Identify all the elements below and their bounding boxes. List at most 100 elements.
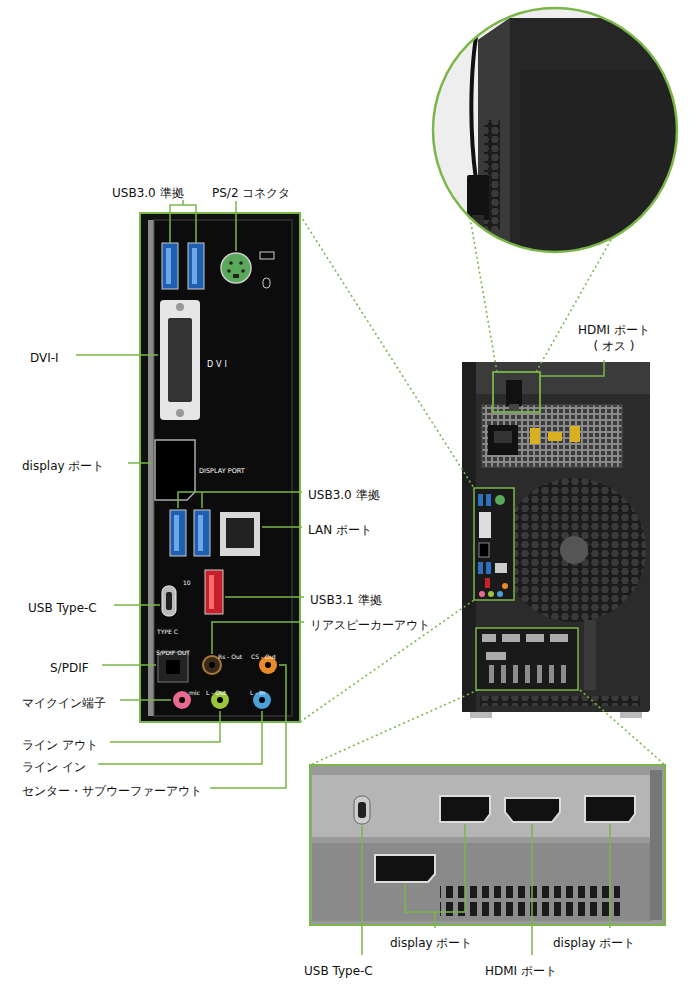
gpu-zoom-part xyxy=(650,770,662,920)
io-panel-part xyxy=(188,243,204,289)
leader-lines-part xyxy=(120,699,171,701)
pc-tower-part xyxy=(482,634,496,642)
gpu-zoom-part xyxy=(440,886,620,916)
pc-tower-part xyxy=(620,712,642,718)
part-label: ライン アウト xyxy=(22,737,98,753)
io-panel-part xyxy=(162,243,178,289)
io-panel-part xyxy=(259,697,265,703)
pc-tower-part xyxy=(493,372,540,412)
zoom-circle-part xyxy=(433,8,677,252)
panel-print-box: CS - Out xyxy=(251,644,276,663)
io-panel-part xyxy=(221,253,251,283)
pc-tower-part xyxy=(485,578,490,588)
zoom-circle-part-part xyxy=(520,70,680,260)
pc-tower-part xyxy=(478,562,483,574)
pc-tower-part xyxy=(494,431,512,443)
leader-lines-part xyxy=(178,492,302,508)
io-panel-part xyxy=(260,252,274,259)
pc-tower-part xyxy=(479,512,491,538)
panel-print-box: 10 xyxy=(183,570,191,589)
io-panel-part xyxy=(162,586,176,616)
pc-tower-part xyxy=(486,562,491,574)
zoom-circle-part xyxy=(430,0,700,260)
leader-lines-part xyxy=(262,526,302,528)
panel-print: DISPLAY PORT xyxy=(199,467,245,476)
part-label-box: センター・サブウーファーアウト xyxy=(22,780,202,799)
leader-lines-part xyxy=(201,492,203,508)
pc-tower-part xyxy=(480,696,640,706)
zoom-circle xyxy=(430,0,700,260)
zoom-circle-part-part xyxy=(478,18,700,260)
part-label: DVI-I xyxy=(30,350,59,366)
leader-lines-part xyxy=(540,360,604,376)
io-panel-part xyxy=(227,269,231,273)
part-label-box: HDMI ポート xyxy=(485,960,557,979)
leader-lines-part xyxy=(405,824,465,912)
io-panel-part xyxy=(148,220,154,716)
part-label: display ポート xyxy=(553,935,635,951)
panel-print: L - Out xyxy=(206,689,226,697)
zoom-lines-part xyxy=(300,600,474,722)
leader-lines-part xyxy=(361,826,363,955)
part-label: display ポート xyxy=(390,935,472,951)
leader-lines-part xyxy=(110,711,220,742)
part-label: ライン イン xyxy=(22,759,86,775)
leader-lines-part xyxy=(170,205,196,243)
io-panel-part xyxy=(140,213,300,722)
pc-tower xyxy=(462,362,650,718)
pc-tower-part xyxy=(497,591,503,597)
gpu-zoom-part xyxy=(375,855,435,882)
zoom-lines-part xyxy=(470,218,497,372)
gpu-zoom-part xyxy=(310,765,665,925)
panel-print: L - In xyxy=(250,689,265,697)
part-label-box: USB Type-C xyxy=(28,597,97,616)
part-label: マイクイン端子 xyxy=(22,695,106,711)
part-label: USB3.0 準拠 xyxy=(308,487,380,503)
part-label-box: USB Type-C xyxy=(304,960,373,979)
leader-lines-part xyxy=(76,354,158,356)
part-label-box: ライン イン xyxy=(22,756,86,775)
pc-tower-part xyxy=(584,620,596,690)
panel-print-box: DISPLAY PORT xyxy=(199,458,245,477)
part-label: HDMI ポート xyxy=(485,963,557,979)
part-label-box: リアスピーカーアウト xyxy=(310,614,430,633)
io-panel-part xyxy=(170,510,186,556)
pc-tower-part xyxy=(474,488,514,600)
part-label-box: DVI-I xyxy=(30,347,59,366)
io-panel-part xyxy=(265,662,271,668)
zoom-lines xyxy=(300,215,665,765)
pc-tower-part xyxy=(560,536,588,564)
part-label-box: USB3.0 準拠 xyxy=(308,484,380,503)
part-label: センター・サブウーファーアウト xyxy=(22,783,202,799)
gpu-zoom-part xyxy=(312,843,652,921)
part-label-box: display ポート xyxy=(390,932,472,951)
pc-tower-part xyxy=(495,563,507,573)
pc-tower-part xyxy=(482,405,622,467)
pc-tower-part xyxy=(479,543,489,557)
leader-lines-part xyxy=(182,200,184,205)
zoom-circle-part-part xyxy=(471,0,485,180)
part-label: LAN ポート xyxy=(308,522,372,538)
io-panel-part xyxy=(173,691,191,709)
io-panel-part xyxy=(168,318,192,402)
io-panel-part xyxy=(198,515,203,551)
io-panel-part xyxy=(158,652,188,682)
pc-tower-part xyxy=(526,634,544,642)
io-panel-part xyxy=(166,248,171,284)
leader-lines-part xyxy=(114,604,160,606)
pc-tower-part xyxy=(470,712,492,718)
gpu-zoom-part xyxy=(358,802,366,818)
pc-tower-part xyxy=(502,478,646,622)
panel-print-box: TYPE C xyxy=(157,619,178,638)
gpu-zoom xyxy=(310,765,665,925)
panel-print: mic xyxy=(189,689,200,697)
leader-lines-part xyxy=(212,622,304,654)
panel-print-box: DVI xyxy=(207,352,230,371)
panel-print: S/PDIF OUT xyxy=(156,649,190,657)
io-panel xyxy=(140,213,300,722)
leader-lines-part xyxy=(434,912,436,928)
part-label-box: マイクイン端子 xyxy=(22,692,106,711)
part-label: display ポート xyxy=(22,458,104,474)
io-panel-part xyxy=(174,515,179,551)
pc-tower-part xyxy=(462,362,650,394)
